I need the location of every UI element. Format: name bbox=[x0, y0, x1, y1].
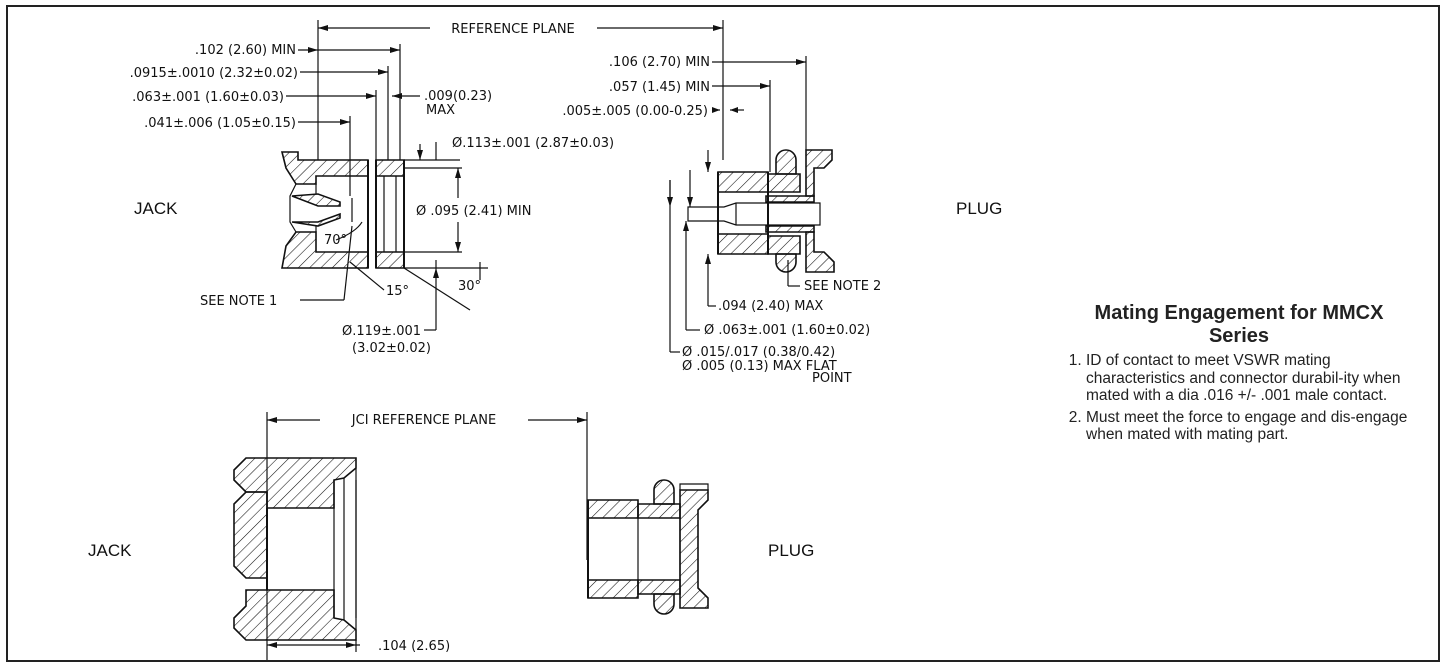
dim-005: .005±.005 (0.00-0.25) bbox=[562, 104, 708, 119]
note-1: ID of contact to meet VSWR mating charac… bbox=[1086, 352, 1414, 405]
dim-106: .106 (2.70) MIN bbox=[609, 55, 710, 70]
angle-30: 30° bbox=[458, 279, 481, 294]
plug-dimension-lines bbox=[667, 56, 807, 353]
jci-reference-plane-label: JCI REFERENCE PLANE bbox=[351, 413, 496, 428]
dim-104: .104 (2.65) bbox=[378, 639, 450, 654]
jack-label-bottom: JACK bbox=[88, 541, 132, 560]
plug-dimension-texts: .106 (2.70) MIN .057 (1.45) MIN .005±.00… bbox=[562, 55, 1002, 386]
see-note-1: SEE NOTE 1 bbox=[200, 294, 277, 309]
dim-dia-015: Ø .015/.017 (0.38/0.42) bbox=[682, 345, 835, 360]
jack-dimension-lines bbox=[286, 44, 488, 331]
dim-009-max: MAX bbox=[426, 103, 455, 118]
dim-102: .102 (2.60) MIN bbox=[195, 43, 296, 58]
dim-0915: .0915±.0010 (2.32±0.02) bbox=[130, 66, 298, 81]
jack-section-bottom: .104 (2.65) JACK bbox=[88, 457, 450, 654]
notes-panel: Mating Engagement for MMCX Series ID of … bbox=[1064, 302, 1414, 448]
see-note-2: SEE NOTE 2 bbox=[804, 279, 881, 294]
dim-dia-119-mm: (3.02±0.02) bbox=[352, 341, 431, 356]
dim-dia-063: Ø .063±.001 (1.60±0.02) bbox=[704, 323, 870, 338]
dim-057: .057 (1.45) MIN bbox=[609, 80, 710, 95]
notes-list: ID of contact to meet VSWR mating charac… bbox=[1064, 352, 1414, 444]
jack-label-top: JACK bbox=[134, 199, 178, 218]
plug-label-bottom: PLUG bbox=[768, 541, 814, 560]
dim-063: .063±.001 (1.60±0.03) bbox=[132, 90, 284, 105]
dim-094: .094 (2.40) MAX bbox=[718, 299, 823, 314]
reference-plane-label: REFERENCE PLANE bbox=[451, 22, 575, 37]
note-2: Must meet the force to engage and dis-en… bbox=[1086, 409, 1414, 444]
dim-dia-113: Ø.113±.001 (2.87±0.03) bbox=[452, 136, 614, 151]
drawing-frame bbox=[6, 5, 1440, 662]
plug-section-top bbox=[687, 149, 835, 273]
plug-section-bottom: PLUG bbox=[587, 479, 814, 615]
jack-section-top bbox=[280, 151, 405, 269]
reference-plane-dimension: REFERENCE PLANE bbox=[317, 20, 724, 160]
dim-dia-005-point: POINT bbox=[812, 371, 852, 386]
angle-15: 15° bbox=[386, 284, 409, 299]
dim-dia-119: Ø.119±.001 bbox=[342, 324, 421, 339]
dim-dia-095: Ø .095 (2.41) MIN bbox=[416, 204, 531, 219]
dim-dia-005: Ø .005 (0.13) MAX FLAT bbox=[682, 359, 837, 374]
plug-label-top: PLUG bbox=[956, 199, 1002, 218]
angle-70: 70° bbox=[324, 233, 347, 248]
notes-title: Mating Engagement for MMCX Series bbox=[1094, 302, 1384, 347]
dim-009: .009(0.23) bbox=[424, 89, 492, 104]
jack-dimension-texts: .102 (2.60) MIN .0915±.0010 (2.32±0.02) … bbox=[130, 43, 614, 356]
dim-041: .041±.006 (1.05±0.15) bbox=[144, 116, 296, 131]
